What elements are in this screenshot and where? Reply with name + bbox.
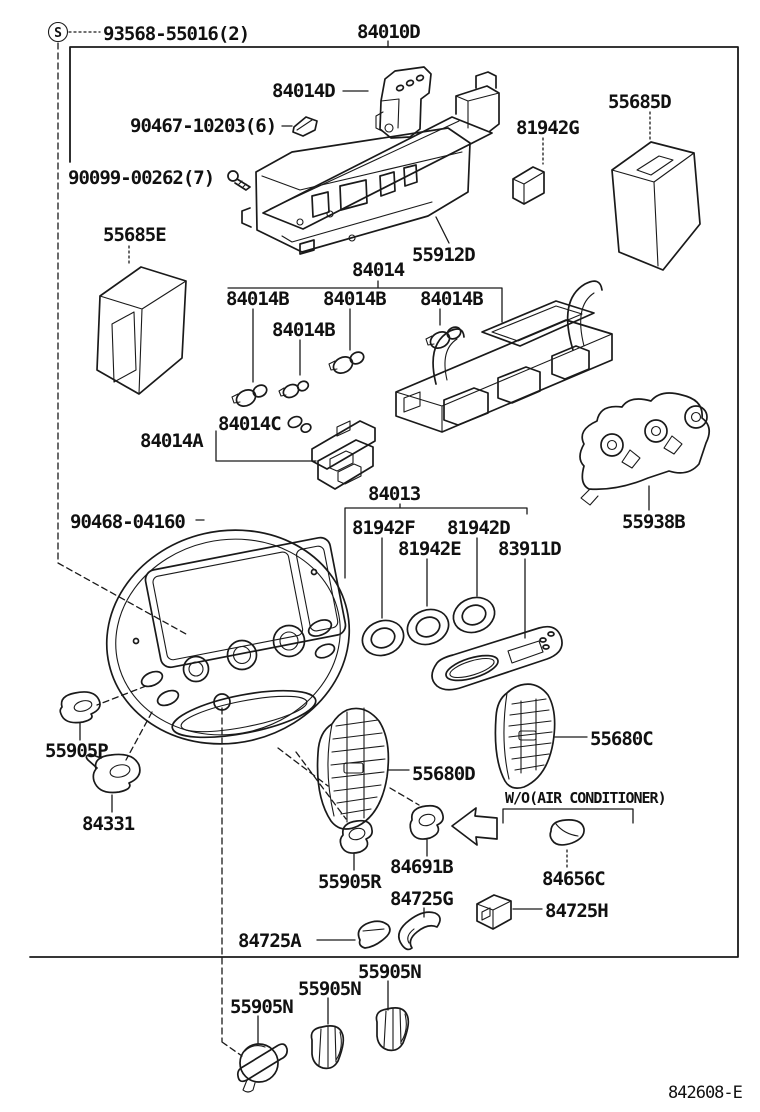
part-55685E-duct — [96, 266, 187, 395]
label-90099-00262: 90099-00262(7) — [68, 167, 214, 189]
part-84014D-bracket — [375, 66, 432, 139]
part-84691B-knob — [409, 804, 444, 840]
label-81942D: 81942D — [447, 517, 510, 539]
part-55905R-knob — [339, 819, 373, 854]
label-55680D: 55680D — [412, 763, 475, 785]
label-55905R: 55905R — [318, 871, 382, 893]
part-84331-switch-blank — [85, 753, 141, 794]
label-55905N-3: 55905N — [230, 996, 293, 1018]
diagram-code-footer: 842608-E — [668, 1083, 743, 1103]
label-93568-55016: 93568-55016(2) — [103, 23, 249, 45]
part-55680D-vent-register — [316, 707, 390, 830]
without-ac-arrow-icon — [451, 807, 498, 846]
label-81942E: 81942E — [398, 538, 461, 560]
label-84014B-3: 84014B — [420, 288, 483, 310]
part-84725G-lever — [397, 911, 441, 951]
part-55905P-knob — [59, 691, 101, 724]
label-84014A: 84014A — [140, 430, 204, 452]
label-55905N-2: 55905N — [298, 978, 361, 1000]
diagram-frame — [29, 46, 739, 958]
label-81942F: 81942F — [352, 517, 415, 539]
part-84014-harness-assembly — [395, 280, 613, 433]
label-84013: 84013 — [368, 483, 421, 505]
part-84014C-bulb — [287, 415, 312, 434]
label-55905P: 55905P — [45, 740, 108, 762]
part-81942F-ring — [361, 619, 405, 657]
part-84010D-55912D-base-assembly — [241, 71, 500, 255]
part-55905N-knob-3 — [236, 1043, 288, 1093]
part-90099-screw — [227, 170, 251, 191]
part-84725H-switch-blank — [476, 894, 512, 930]
label-84014C: 84014C — [218, 413, 281, 435]
label-84014: 84014 — [352, 259, 405, 281]
label-84014D: 84014D — [272, 80, 335, 102]
label-84010D: 84010D — [357, 21, 420, 43]
part-84014A-switch — [311, 420, 376, 490]
label-81942G: 81942G — [516, 117, 579, 139]
part-81942G-pad — [512, 166, 545, 205]
label-84725G: 84725G — [390, 888, 453, 910]
part-55905N-knob-1 — [375, 1007, 410, 1052]
label-90468-04160: 90468-04160 — [70, 511, 185, 533]
label-55685E: 55685E — [103, 224, 166, 246]
label-84656C: 84656C — [542, 868, 605, 890]
label-55905N-1: 55905N — [358, 961, 421, 983]
part-84656C-knob — [549, 819, 585, 846]
leader-lines — [79, 40, 651, 1057]
label-90467-10203: 90467-10203(6) — [130, 115, 276, 137]
label-84014B-4: 84014B — [272, 319, 335, 341]
part-83911D-trim-plate — [431, 625, 563, 691]
part-81942E-ring — [406, 608, 450, 646]
part-90467-clip — [292, 116, 318, 137]
part-84014B-bulb-4 — [425, 326, 462, 349]
label-84014B-1: 84014B — [226, 288, 289, 310]
label-84014B-2: 84014B — [323, 288, 386, 310]
label-84691B: 84691B — [390, 856, 453, 878]
part-84013-cluster-finish-panel — [105, 529, 351, 745]
label-without-ac-note: W/O(AIR CONDITIONER) — [505, 789, 666, 807]
label-55938B: 55938B — [622, 511, 685, 533]
label-84331: 84331 — [82, 813, 135, 835]
screw-symbol: S — [54, 26, 62, 41]
part-84014B-bulb-2 — [278, 380, 310, 399]
label-55685D: 55685D — [608, 91, 671, 113]
screw-callout: S — [47, 21, 187, 635]
part-55680C-vent-register — [494, 683, 556, 789]
part-84725A-lever — [357, 920, 391, 949]
part-number-labels: 93568-55016(2) 84010D 84014D 90467-10203… — [45, 21, 744, 1103]
part-84014B-bulb-1 — [231, 384, 268, 407]
part-84014B-bulb-3 — [328, 351, 365, 374]
part-81942D-ring — [452, 596, 496, 634]
label-83911D: 83911D — [498, 538, 561, 560]
label-84725A: 84725A — [238, 930, 302, 952]
part-55685D-duct — [611, 141, 701, 271]
label-84725H: 84725H — [545, 900, 608, 922]
label-55680C: 55680C — [590, 728, 653, 750]
label-55912D: 55912D — [412, 244, 475, 266]
part-55938B-bracket — [579, 392, 711, 506]
part-55905N-knob-2 — [310, 1025, 345, 1070]
